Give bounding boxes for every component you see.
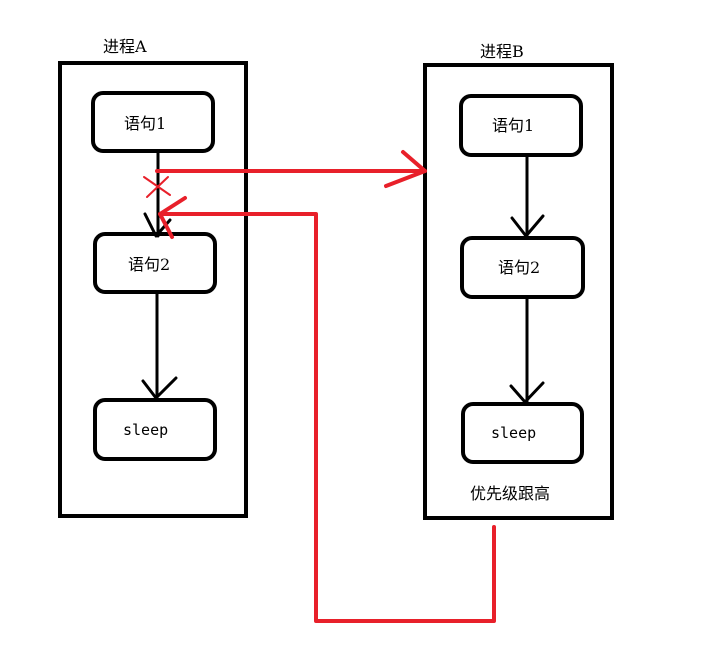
switch-arrowhead-b-to-a: [158, 196, 187, 239]
process-a-sleep-label: sleep: [123, 421, 168, 439]
process-b-sleep-node: sleep: [461, 402, 584, 464]
process-b-statement-1-node: 语句1: [459, 94, 583, 157]
process-b: 进程B 语句1 语句2 sleep 优先级跟高: [423, 42, 614, 520]
process-b-sleep-label: sleep: [491, 424, 536, 442]
process-b-frame: [423, 63, 614, 520]
process-a-statement-1-node: 语句1: [91, 91, 215, 153]
interrupt-cross-stroke-2: [146, 176, 169, 198]
process-a-frame: [58, 61, 248, 518]
process-b-statement-1-box: [459, 94, 583, 157]
switch-arrow-b-to-a: [158, 212, 496, 623]
interrupt-cross-stroke-1: [143, 176, 171, 196]
context-switch-arrows: [143, 150, 496, 623]
process-b-title: 进程B: [480, 42, 524, 61]
process-a-title: 进程A: [103, 37, 147, 56]
process-a-statement-1-box: [91, 91, 215, 153]
process-b-arrowhead-2: [509, 381, 545, 404]
process-b-priority-note: 优先级跟高: [470, 484, 550, 503]
process-a-arrowhead-2: [141, 376, 178, 400]
process-a-statement-2-label: 语句2: [128, 255, 170, 274]
process-a-sleep-node: sleep: [93, 398, 217, 461]
process-a-statement-1-label: 语句1: [124, 114, 166, 133]
process-b-statement-1-label: 语句1: [492, 116, 534, 135]
process-b-arrowhead-1: [510, 214, 545, 238]
process-b-sleep-box: [461, 402, 584, 464]
process-a-sleep-box: [93, 398, 217, 461]
process-a-statement-2-node: 语句2: [93, 232, 217, 294]
switch-arrowhead-a-to-b: [384, 150, 427, 188]
process-b-statement-2-box: [460, 236, 585, 299]
process-b-statement-2-label: 语句2: [498, 258, 540, 277]
process-a: 进程A 语句1 语句2 sleep: [58, 37, 248, 518]
process-b-statement-2-node: 语句2: [460, 236, 585, 299]
